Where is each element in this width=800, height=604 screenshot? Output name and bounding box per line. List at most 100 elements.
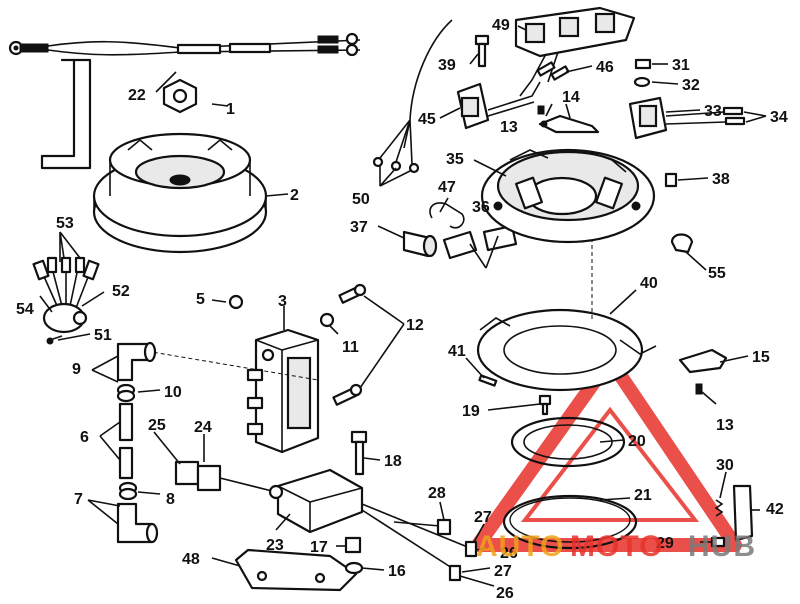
connectors-46: [536, 61, 570, 81]
clip-55: [670, 233, 694, 254]
callout-34: 34: [770, 109, 788, 126]
callout-38: 38: [712, 171, 730, 188]
callout-labels: 1 2 3 5 6 7 8 9 10 11 12 13 13 14 15 16 …: [16, 17, 788, 602]
callout-26-b: 26: [496, 585, 514, 602]
screw-31: [634, 58, 652, 70]
centerline-3: [139, 349, 319, 381]
coil-33: [628, 96, 746, 140]
watermark-text-hub: HUB: [688, 530, 756, 563]
retainer-ring-20: [510, 416, 626, 468]
callout-3: 3: [278, 293, 287, 310]
leader-lines: [39, 25, 767, 587]
callout-55: 55: [708, 265, 726, 282]
callout-18: 18: [384, 453, 402, 470]
callout-32: 32: [682, 77, 700, 94]
callout-28: 28: [428, 485, 446, 502]
callout-27-a: 27: [474, 509, 492, 526]
callout-2: 2: [290, 187, 299, 204]
callout-33: 33: [704, 103, 722, 120]
connector-24: [174, 460, 277, 493]
temperature-sensor: [32, 256, 100, 345]
spring-30: [714, 499, 724, 517]
callout-5: 5: [196, 291, 205, 308]
callout-27-b: 27: [494, 563, 512, 580]
stator-leads-50: [372, 19, 453, 174]
washer-32: [633, 76, 651, 88]
washer-16: [344, 561, 364, 575]
screw-38: [664, 172, 678, 188]
callout-7: 7: [74, 491, 83, 508]
callout-41: 41: [448, 343, 466, 360]
callout-19: 19: [462, 403, 480, 420]
bracket-42: [732, 484, 754, 542]
water-hose-9: [116, 341, 157, 382]
callout-13-top: 13: [500, 119, 518, 136]
callout-1: 1: [226, 101, 235, 118]
watermark-text-auto: AUTO: [476, 530, 564, 563]
callout-8: 8: [166, 491, 175, 508]
watermark-wordmark: AUTO MOTO HUB: [476, 530, 756, 563]
flywheel: [92, 132, 268, 254]
armature-plate: [480, 148, 656, 244]
power-pack: [246, 328, 320, 454]
callout-29: 29: [656, 535, 674, 552]
callout-11: 11: [342, 339, 359, 356]
ring-21: [502, 494, 638, 550]
throttle-cam: [678, 348, 728, 374]
callout-54: 54: [16, 301, 34, 318]
spacer-17: [344, 536, 362, 554]
callout-23: 23: [266, 537, 284, 554]
callout-46: 46: [596, 59, 614, 76]
callout-6: 6: [80, 429, 89, 446]
retainer-14: [538, 114, 600, 134]
water-hose-7: [116, 502, 159, 544]
connector-plug-37: [402, 230, 438, 258]
sensor-coil-45: [456, 81, 541, 130]
callout-25: 25: [148, 417, 166, 434]
clamp-10: [116, 383, 136, 403]
callout-52: 52: [112, 283, 130, 300]
callout-39: 39: [438, 57, 456, 74]
screw-39: [474, 34, 490, 68]
callout-48: 48: [182, 551, 200, 568]
clamp-8: [118, 481, 138, 501]
starter-lever: [40, 58, 92, 170]
washer-5: [228, 294, 244, 310]
spark-plug-boot-27b: [448, 564, 462, 582]
callout-40: 40: [640, 275, 658, 292]
callout-16: 16: [388, 563, 406, 580]
callout-22: 22: [128, 87, 146, 104]
callout-9: 9: [72, 361, 81, 378]
callout-51: 51: [94, 327, 112, 344]
spark-plug-boot-27a: [464, 540, 478, 558]
charge-coil-assembly: [514, 6, 636, 97]
flywheel-nut: [162, 78, 198, 114]
callout-15: 15: [752, 349, 770, 366]
timer-base-40: [476, 308, 657, 392]
callout-17: 17: [310, 539, 328, 556]
callout-35: 35: [446, 151, 464, 168]
callout-26-a: 26: [500, 545, 518, 562]
callout-20: 20: [628, 433, 646, 450]
screw-19: [538, 394, 552, 416]
callout-13-right: 13: [716, 417, 734, 434]
watermark-text-moto: MOTO: [570, 530, 663, 563]
callout-14: 14: [562, 89, 580, 106]
mounting-screws-12: [332, 283, 367, 406]
tube-6a: [118, 402, 134, 442]
sleeves-36: [442, 224, 518, 260]
ground-terminal: [393, 518, 452, 536]
callout-37: 37: [350, 219, 368, 236]
callout-50: 50: [352, 191, 370, 208]
callout-36: 36: [472, 199, 490, 216]
callout-10: 10: [164, 384, 182, 401]
tube-6b: [118, 446, 134, 480]
callout-47: 47: [438, 179, 456, 196]
screw-13a: [537, 105, 545, 115]
ignition-coil: [268, 468, 471, 569]
callout-21: 21: [634, 487, 652, 504]
callout-53: 53: [56, 215, 74, 232]
callout-45: 45: [418, 111, 436, 128]
